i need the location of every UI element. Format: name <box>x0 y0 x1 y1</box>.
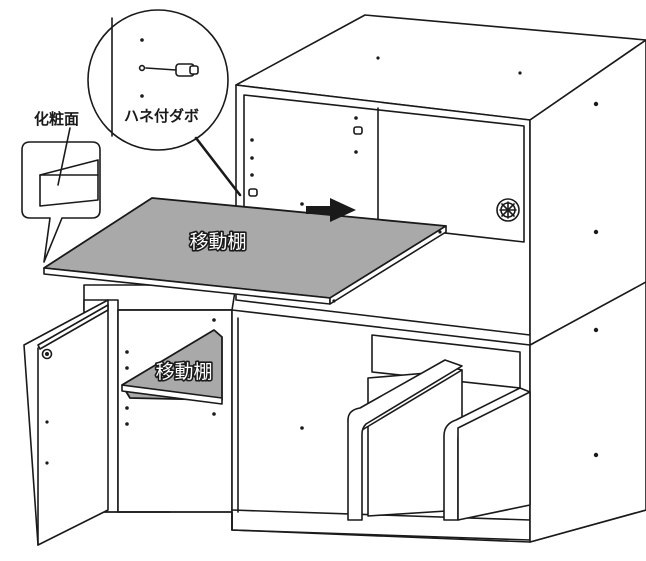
lower-shelf-label: 移動棚 <box>155 361 212 383</box>
spring-dowel-label: ハネ付ダボ <box>124 107 199 125</box>
upper-movable-shelf <box>43 197 447 305</box>
upper-shelf-label: 移動棚 <box>189 231 246 253</box>
divider-panels <box>347 334 531 521</box>
lower-movable-shelf <box>121 329 223 405</box>
finished-surface-callout: 化粧面 <box>21 110 101 263</box>
cabinet-door <box>23 299 109 546</box>
upper-cabinet <box>235 14 646 346</box>
finished-surface-label: 化粧面 <box>34 110 79 128</box>
insert-arrow <box>306 198 356 222</box>
spring-dowel-callout: ハネ付ダボ <box>87 9 242 197</box>
